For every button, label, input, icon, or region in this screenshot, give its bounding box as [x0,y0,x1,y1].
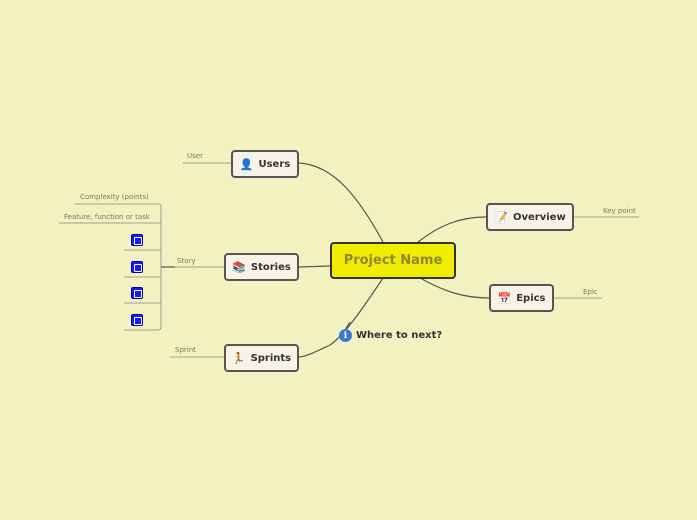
floating-topic-label: Where to next? [356,330,443,341]
info-icon: i [339,329,352,342]
task-icon[interactable] [131,314,143,326]
task-icon[interactable] [131,287,143,299]
topic-stories-label: Stories [250,261,291,273]
topic-sprints-label: Sprints [250,352,292,364]
topic-overview[interactable]: 📝 Overview [486,203,574,231]
user-icon: 👤 [239,157,254,171]
topic-users-label: Users [258,158,291,170]
runner-icon: 🏃 [231,351,246,365]
central-topic[interactable]: Project Name [330,242,456,279]
subtopic-key-point[interactable]: Key point [603,207,636,215]
task-icon[interactable] [131,261,143,273]
central-topic-label: Project Name [343,253,443,268]
topic-epics-label: Epics [516,292,546,304]
topic-overview-label: Overview [513,211,566,223]
subtopic-sprint[interactable]: Sprint [175,346,196,354]
books-icon: 📚 [232,260,246,274]
floating-topic-where-next[interactable]: i Where to next? [339,329,442,342]
subtopic-feature[interactable]: Feature, function or task [64,213,150,221]
subtopic-user[interactable]: User [187,152,203,160]
topic-stories[interactable]: 📚 Stories [224,253,299,281]
topic-sprints[interactable]: 🏃 Sprints [224,344,299,372]
topic-users[interactable]: 👤 Users [231,150,299,178]
subtopic-story[interactable]: Story [177,257,196,265]
task-icon[interactable] [131,234,143,246]
calendar-icon: 📅 [497,291,512,305]
subtopic-complexity[interactable]: Complexity (points) [80,193,149,201]
topic-epics[interactable]: 📅 Epics [489,284,554,312]
notepad-icon: 📝 [494,210,508,224]
subtopic-epic[interactable]: Epic [583,288,598,296]
